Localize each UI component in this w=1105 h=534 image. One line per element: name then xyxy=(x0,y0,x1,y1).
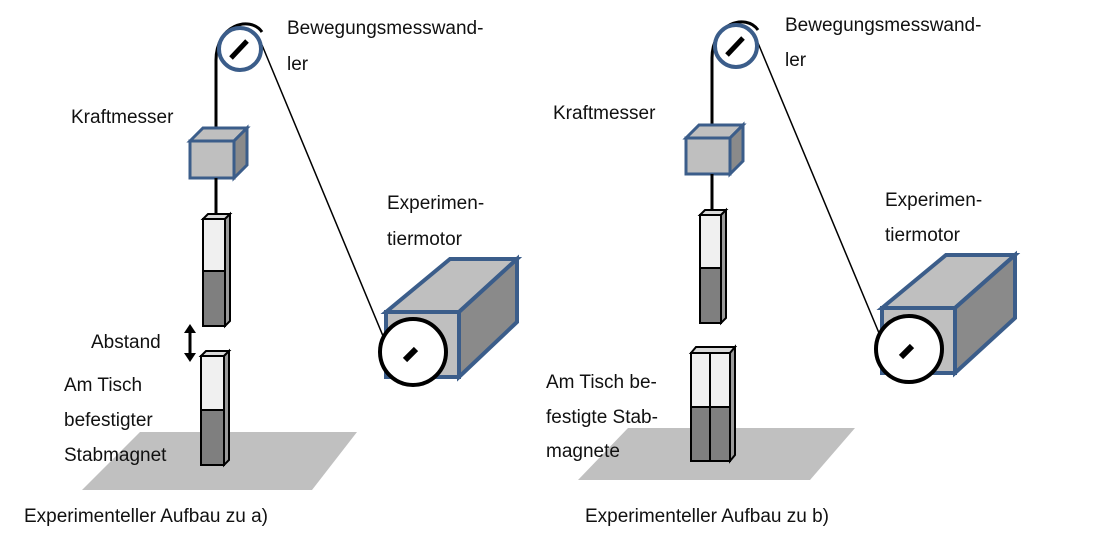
transducer-label: Bewegungsmesswand- xyxy=(287,18,484,39)
hanging-magnet-icon xyxy=(697,207,729,326)
motor-label-cont: tiermotor xyxy=(387,229,462,250)
fixed-magnets-icon xyxy=(688,344,738,464)
force-meter-label: Kraftmesser xyxy=(71,107,174,128)
string-to-motor xyxy=(757,42,885,346)
panel-b xyxy=(578,20,1021,480)
panel-a xyxy=(82,22,523,490)
motion-transducer-icon xyxy=(713,23,759,69)
hanging-magnet-icon xyxy=(200,211,233,329)
fixed-magnet-label-2: befestigter xyxy=(64,410,153,431)
force-meter-icon xyxy=(186,124,251,182)
caption-a: Experimenteller Aufbau zu a) xyxy=(24,506,268,527)
fixed-magnet-label-3: Stabmagnet xyxy=(64,445,167,466)
transducer-label: Bewegungsmesswand- xyxy=(785,15,982,36)
motion-transducer-icon xyxy=(217,26,263,72)
experiment-motor-icon xyxy=(378,254,523,387)
fixed-magnets-label-3: magnete xyxy=(546,441,620,462)
motor-label-cont: tiermotor xyxy=(885,225,960,246)
experiment-motor-icon xyxy=(874,250,1021,384)
fixed-magnet-label-1: Am Tisch xyxy=(64,375,143,396)
string-to-motor xyxy=(261,44,389,349)
fixed-magnets-label-2: festigte Stab- xyxy=(546,407,658,428)
fixed-magnets-label-1: Am Tisch be- xyxy=(546,372,657,393)
force-meter-label: Kraftmesser xyxy=(553,103,656,124)
force-meter-icon xyxy=(682,121,747,178)
caption-b: Experimenteller Aufbau zu b) xyxy=(585,506,829,527)
transducer-label-cont: ler xyxy=(785,50,807,71)
motor-label: Experimen- xyxy=(885,190,983,211)
distance-label: Abstand xyxy=(91,332,161,353)
distance-arrow-icon xyxy=(184,324,196,362)
motor-label: Experimen- xyxy=(387,193,485,214)
transducer-label-cont: ler xyxy=(287,54,309,75)
fixed-magnet-icon xyxy=(198,348,232,468)
